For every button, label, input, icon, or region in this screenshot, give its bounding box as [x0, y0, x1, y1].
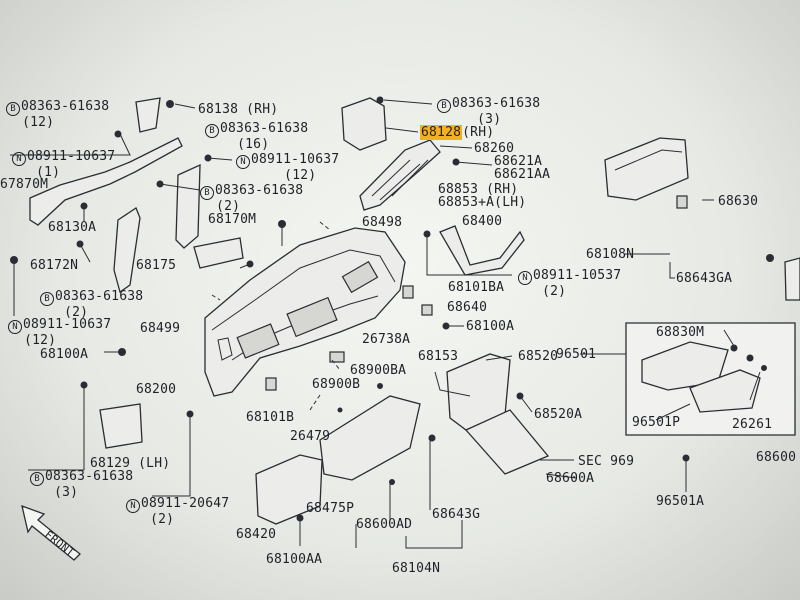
bracket-68170m: [175, 163, 201, 249]
callout: 68170M: [208, 212, 257, 227]
duct-68400: [439, 225, 525, 276]
callout: 68900BA: [350, 363, 407, 378]
callout: 68100A: [466, 319, 515, 334]
callout: 68520: [518, 349, 559, 364]
callout: 68640: [447, 300, 488, 315]
callout: 68643GA: [676, 271, 733, 286]
callout: 68830M: [656, 325, 705, 340]
callout: 68853 (RH): [438, 182, 519, 197]
callout: 68172N: [30, 258, 79, 273]
panel-68420: [255, 454, 323, 525]
callout: 68101B: [246, 410, 295, 425]
callout: 96501P: [632, 415, 681, 430]
b-circle-icon: B: [30, 472, 44, 486]
callout: 68520A: [534, 407, 583, 422]
front-arrow-icon: [21, 504, 81, 561]
callout: 68100AA: [266, 552, 323, 567]
callout: 68621AA: [494, 167, 551, 182]
callout: 68630: [718, 194, 759, 209]
callout: 68600AD: [356, 517, 413, 532]
callout: 68130A: [48, 220, 97, 235]
b-circle-icon: B: [6, 102, 20, 116]
n-circle-icon: N: [8, 320, 22, 334]
callout: 68600A: [546, 471, 595, 486]
callout: 68475P: [306, 501, 355, 516]
callout: 68100A: [40, 347, 89, 362]
b-circle-icon: B: [200, 186, 214, 200]
n-circle-icon: N: [12, 152, 26, 166]
callout: 68104N: [392, 561, 441, 576]
b-circle-icon: B: [40, 292, 54, 306]
callout: 68260: [474, 141, 515, 156]
b-circle-icon: B: [437, 99, 451, 113]
callout: 67870M: [0, 177, 49, 192]
bracket-68260: [359, 139, 441, 211]
glove-box-68630: [604, 137, 689, 201]
callout: 68900B: [312, 377, 361, 392]
callout: SEC 969: [578, 454, 635, 469]
callout-highlighted: 68128(RH): [420, 125, 495, 140]
n-circle-icon: N: [126, 499, 140, 513]
bracket-67870m: [29, 137, 183, 226]
callout: 68175: [136, 258, 177, 273]
callout: 68498: [362, 215, 403, 230]
callout: 96501A: [656, 494, 705, 509]
callout: 68129 (LH): [90, 456, 171, 471]
console-tray-68600a: [464, 409, 550, 475]
callout: 68621A: [494, 154, 543, 169]
bracket-68138: [135, 97, 161, 133]
callout: 68108N: [586, 247, 635, 262]
n-circle-icon: N: [236, 155, 250, 169]
callout: 68200: [136, 382, 177, 397]
callout: 68400: [462, 214, 503, 229]
callout: 68853+A(LH): [438, 195, 527, 210]
bracket-68129: [99, 403, 143, 449]
callout: 96501: [556, 347, 597, 362]
callout: 68643G: [432, 507, 481, 522]
console-68600ad: [319, 395, 421, 481]
callout: 68153: [418, 349, 459, 364]
bracket-68172n: [113, 207, 141, 294]
callout: 68138 (RH): [198, 102, 279, 117]
callout: 68420: [236, 527, 277, 542]
bracket-68128: [341, 97, 387, 151]
callout: 26738A: [362, 332, 411, 347]
b-circle-icon: B: [205, 124, 219, 138]
n-circle-icon: N: [518, 271, 532, 285]
callout: 68499: [140, 321, 181, 336]
callout: 26479: [290, 429, 331, 444]
bracket-68175: [193, 237, 244, 269]
callout: 68101BA: [448, 280, 505, 295]
callout: 26261: [732, 417, 773, 432]
callout: 68600: [756, 450, 797, 465]
